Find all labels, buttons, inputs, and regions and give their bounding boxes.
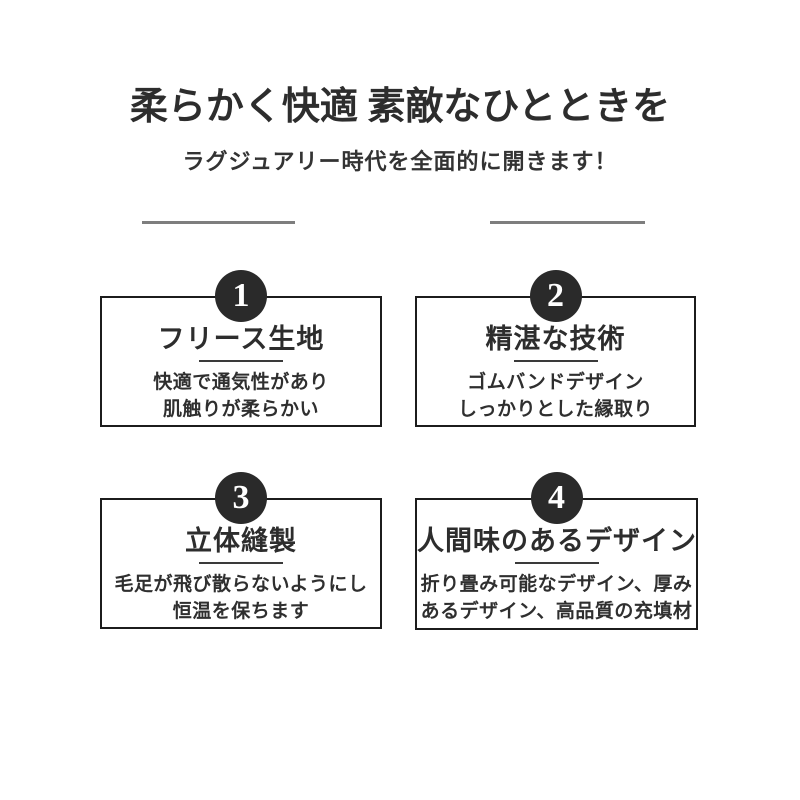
feature-description-line: ゴムバンドデザイン <box>467 372 644 393</box>
number-badge-4: 4 <box>530 472 583 524</box>
feature-heading: フリース生地 <box>157 324 325 354</box>
number-badge-3: 3 <box>215 472 267 524</box>
number-badge-1: 1 <box>215 270 267 322</box>
feature-description-line: 肌触りが柔らかい <box>162 399 319 420</box>
badge-number: 4 <box>548 479 565 516</box>
feature-description-line: あるデザイン、高品質の充填材 <box>420 601 693 622</box>
feature-description-line: しっかりとした縁取り <box>457 399 653 420</box>
heading-underline <box>199 360 283 362</box>
feature-heading: 精湛な技術 <box>485 324 626 354</box>
page-title: 柔らかく快適 素敵なひとときを <box>129 86 671 128</box>
feature-description-line: 快適で通気性があり <box>153 372 329 393</box>
feature-description-line: 毛足が飛び散らないようにし <box>114 574 368 595</box>
feature-card-4: 4 人間味のあるデザイン 折り畳み可能なデザイン、厚み あるデザイン、高品質の充… <box>415 472 698 630</box>
feature-card-2: 2 精湛な技術 ゴムバンドデザイン しっかりとした縁取り <box>415 270 696 427</box>
heading-underline <box>513 360 598 362</box>
heading-underline <box>199 562 283 564</box>
divider-left-line <box>142 221 295 224</box>
divider-right-line <box>490 221 645 224</box>
feature-card-3: 3 立体縫製 毛足が飛び散らないようにし 恒温を保ちます <box>100 472 382 629</box>
feature-description-line: 折り畳み可能なデザイン、厚み <box>420 574 693 595</box>
page-subtitle: ラグジュアリー時代を全面的に開きます！ <box>182 149 618 174</box>
number-badge-2: 2 <box>529 270 582 322</box>
feature-heading: 人間味のあるデザイン <box>417 526 697 556</box>
feature-heading: 立体縫製 <box>185 526 297 556</box>
feature-description-line: 恒温を保ちます <box>172 601 310 622</box>
feature-card-1: 1 フリース生地 快適で通気性があり 肌触りが柔らかい <box>100 270 382 427</box>
heading-underline <box>514 562 599 564</box>
badge-number: 1 <box>232 277 250 314</box>
badge-number: 2 <box>547 277 564 314</box>
badge-number: 3 <box>232 479 250 516</box>
